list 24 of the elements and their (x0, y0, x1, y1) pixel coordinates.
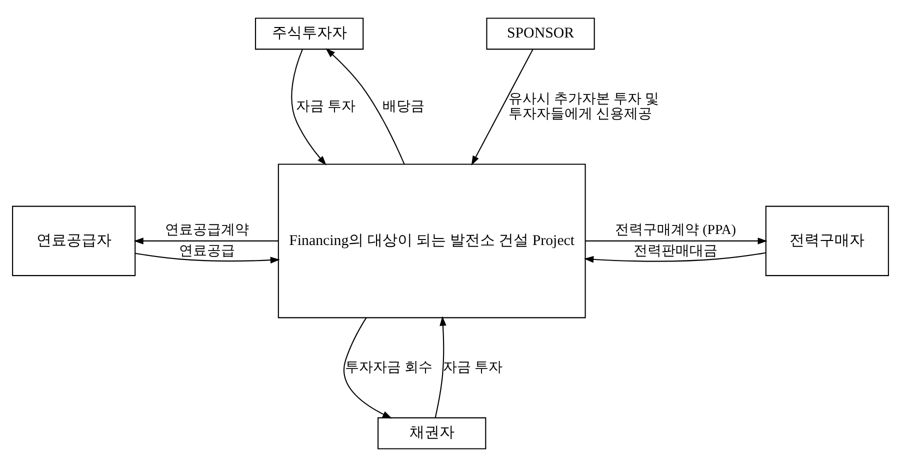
node-box: 전력구매자 (765, 205, 889, 276)
node-box: 연료공급자 (12, 205, 136, 276)
edge-label: 유사시 추가자본 투자 및 투자자들에게 신용제공 (508, 90, 659, 120)
edge-label: 자금 투자 (443, 358, 503, 374)
arrow (434, 316, 446, 418)
arrow (584, 252, 766, 262)
edge-label: 전력판매대금 (634, 242, 718, 258)
edge-label: 투자자금 회수 (344, 358, 432, 374)
edge-label: 전력구매계약 (PPA) (615, 221, 736, 236)
node-box: Financing의 대상이 되는 발전소 건설 Project (278, 163, 586, 318)
arrow (471, 48, 534, 165)
edge-label: 배당금 (382, 98, 425, 113)
edge-label: 연료공급 (178, 242, 235, 258)
edge-label: 자금 투자 (296, 98, 356, 113)
arrow (291, 48, 326, 165)
arrow (135, 252, 280, 263)
node-box: 주식투자자 (254, 17, 364, 50)
node-box: SPONSOR (486, 17, 595, 50)
arrow (326, 48, 405, 164)
arrow (343, 316, 392, 418)
arrow (586, 237, 768, 244)
edge-label: 연료공급계약 (164, 221, 249, 236)
arrow (134, 237, 278, 244)
node-box: 채권자 (378, 416, 486, 449)
